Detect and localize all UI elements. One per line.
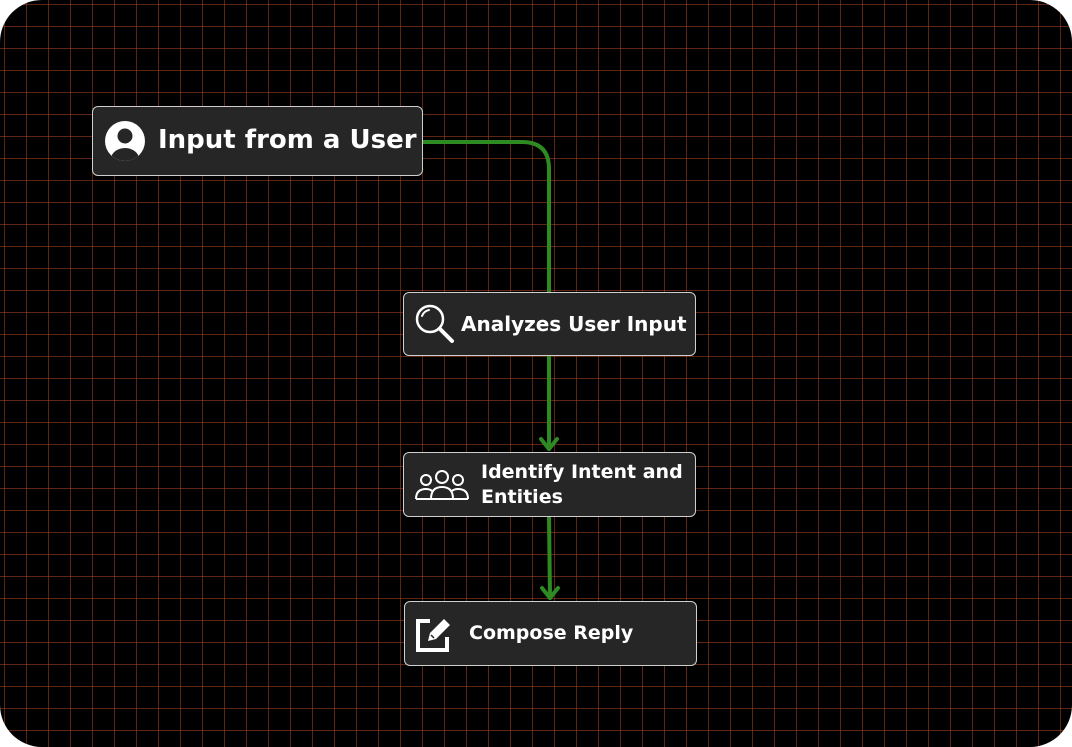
node-identify-intent-entities[interactable]: Identify Intent and Entities <box>403 452 696 517</box>
edge-intent-to-compose <box>547 515 552 600</box>
edge-analyze-to-intent-arrowhead <box>539 437 559 451</box>
node-label: Compose Reply <box>469 622 634 645</box>
magnifier-icon <box>413 302 457 346</box>
node-label: Identify Intent and Entities <box>481 460 683 508</box>
user-circle-icon <box>104 120 146 162</box>
node-input-from-user[interactable]: Input from a User <box>92 106 423 176</box>
node-analyzes-user-input[interactable]: Analyzes User Input <box>403 292 696 356</box>
group-icon <box>413 465 471 505</box>
node-label: Input from a User <box>158 125 417 156</box>
node-label: Analyzes User Input <box>461 312 687 336</box>
node-compose-reply[interactable]: Compose Reply <box>404 601 697 666</box>
edge-input-to-analyze <box>421 140 551 294</box>
edge-intent-to-compose-arrowhead <box>540 586 560 600</box>
compose-icon <box>415 615 453 653</box>
